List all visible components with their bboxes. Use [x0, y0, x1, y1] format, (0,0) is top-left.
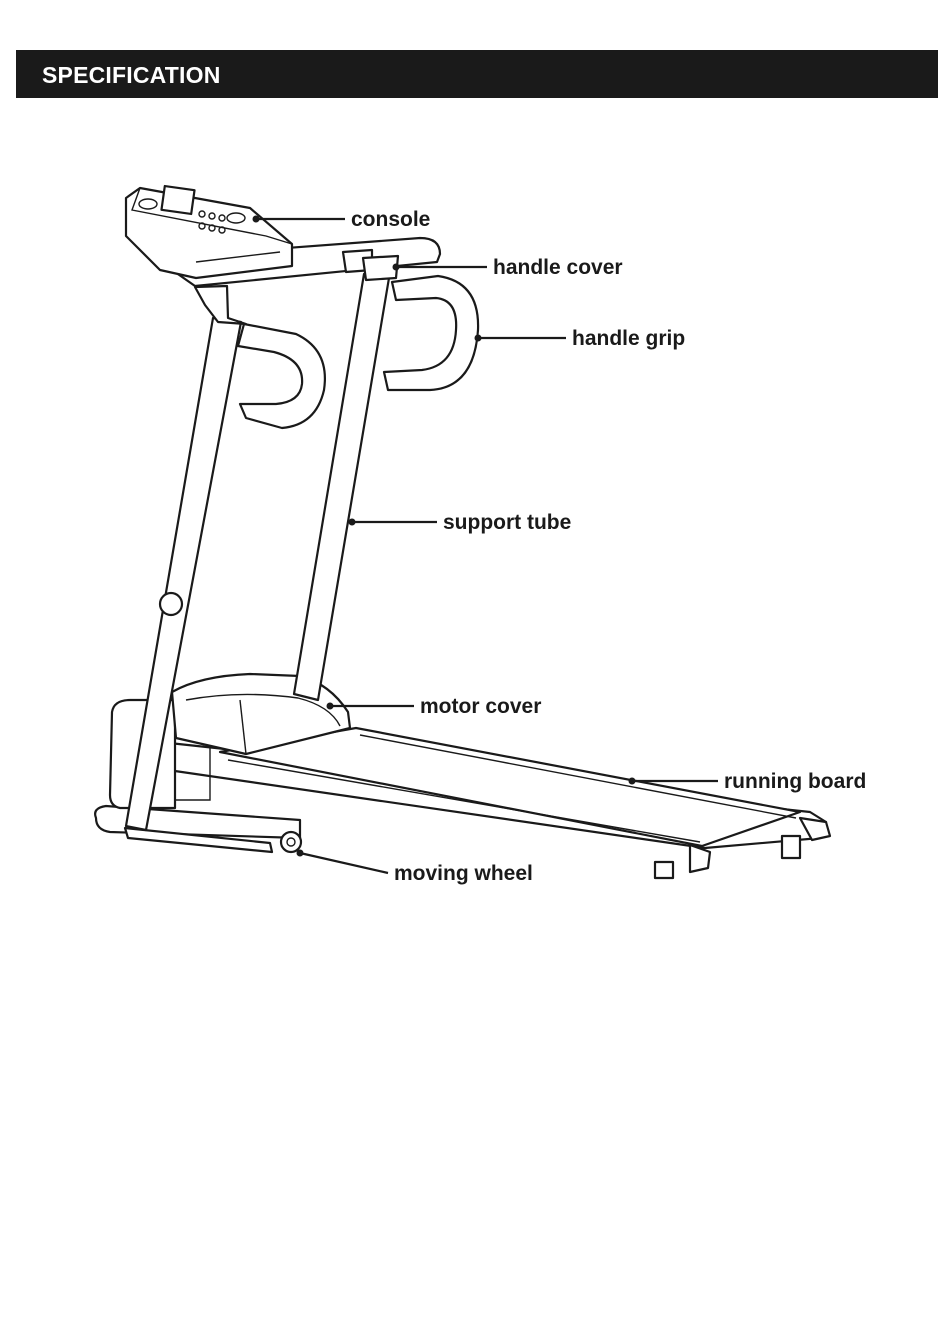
label-support-tube: support tube — [443, 511, 571, 534]
console-part — [126, 186, 292, 278]
right-handle-grip — [384, 276, 478, 390]
label-motor-cover: motor cover — [420, 695, 541, 718]
label-console: console — [351, 208, 430, 231]
label-handle-cover: handle cover — [493, 256, 623, 279]
label-handle-grip: handle grip — [572, 327, 685, 350]
moving-wheel-part — [281, 832, 301, 852]
left-handle-grip — [238, 324, 325, 428]
label-running-board: running board — [724, 770, 866, 793]
support-tube-part — [294, 274, 389, 700]
base-frame — [95, 806, 300, 852]
label-moving-wheel: moving wheel — [394, 862, 533, 885]
